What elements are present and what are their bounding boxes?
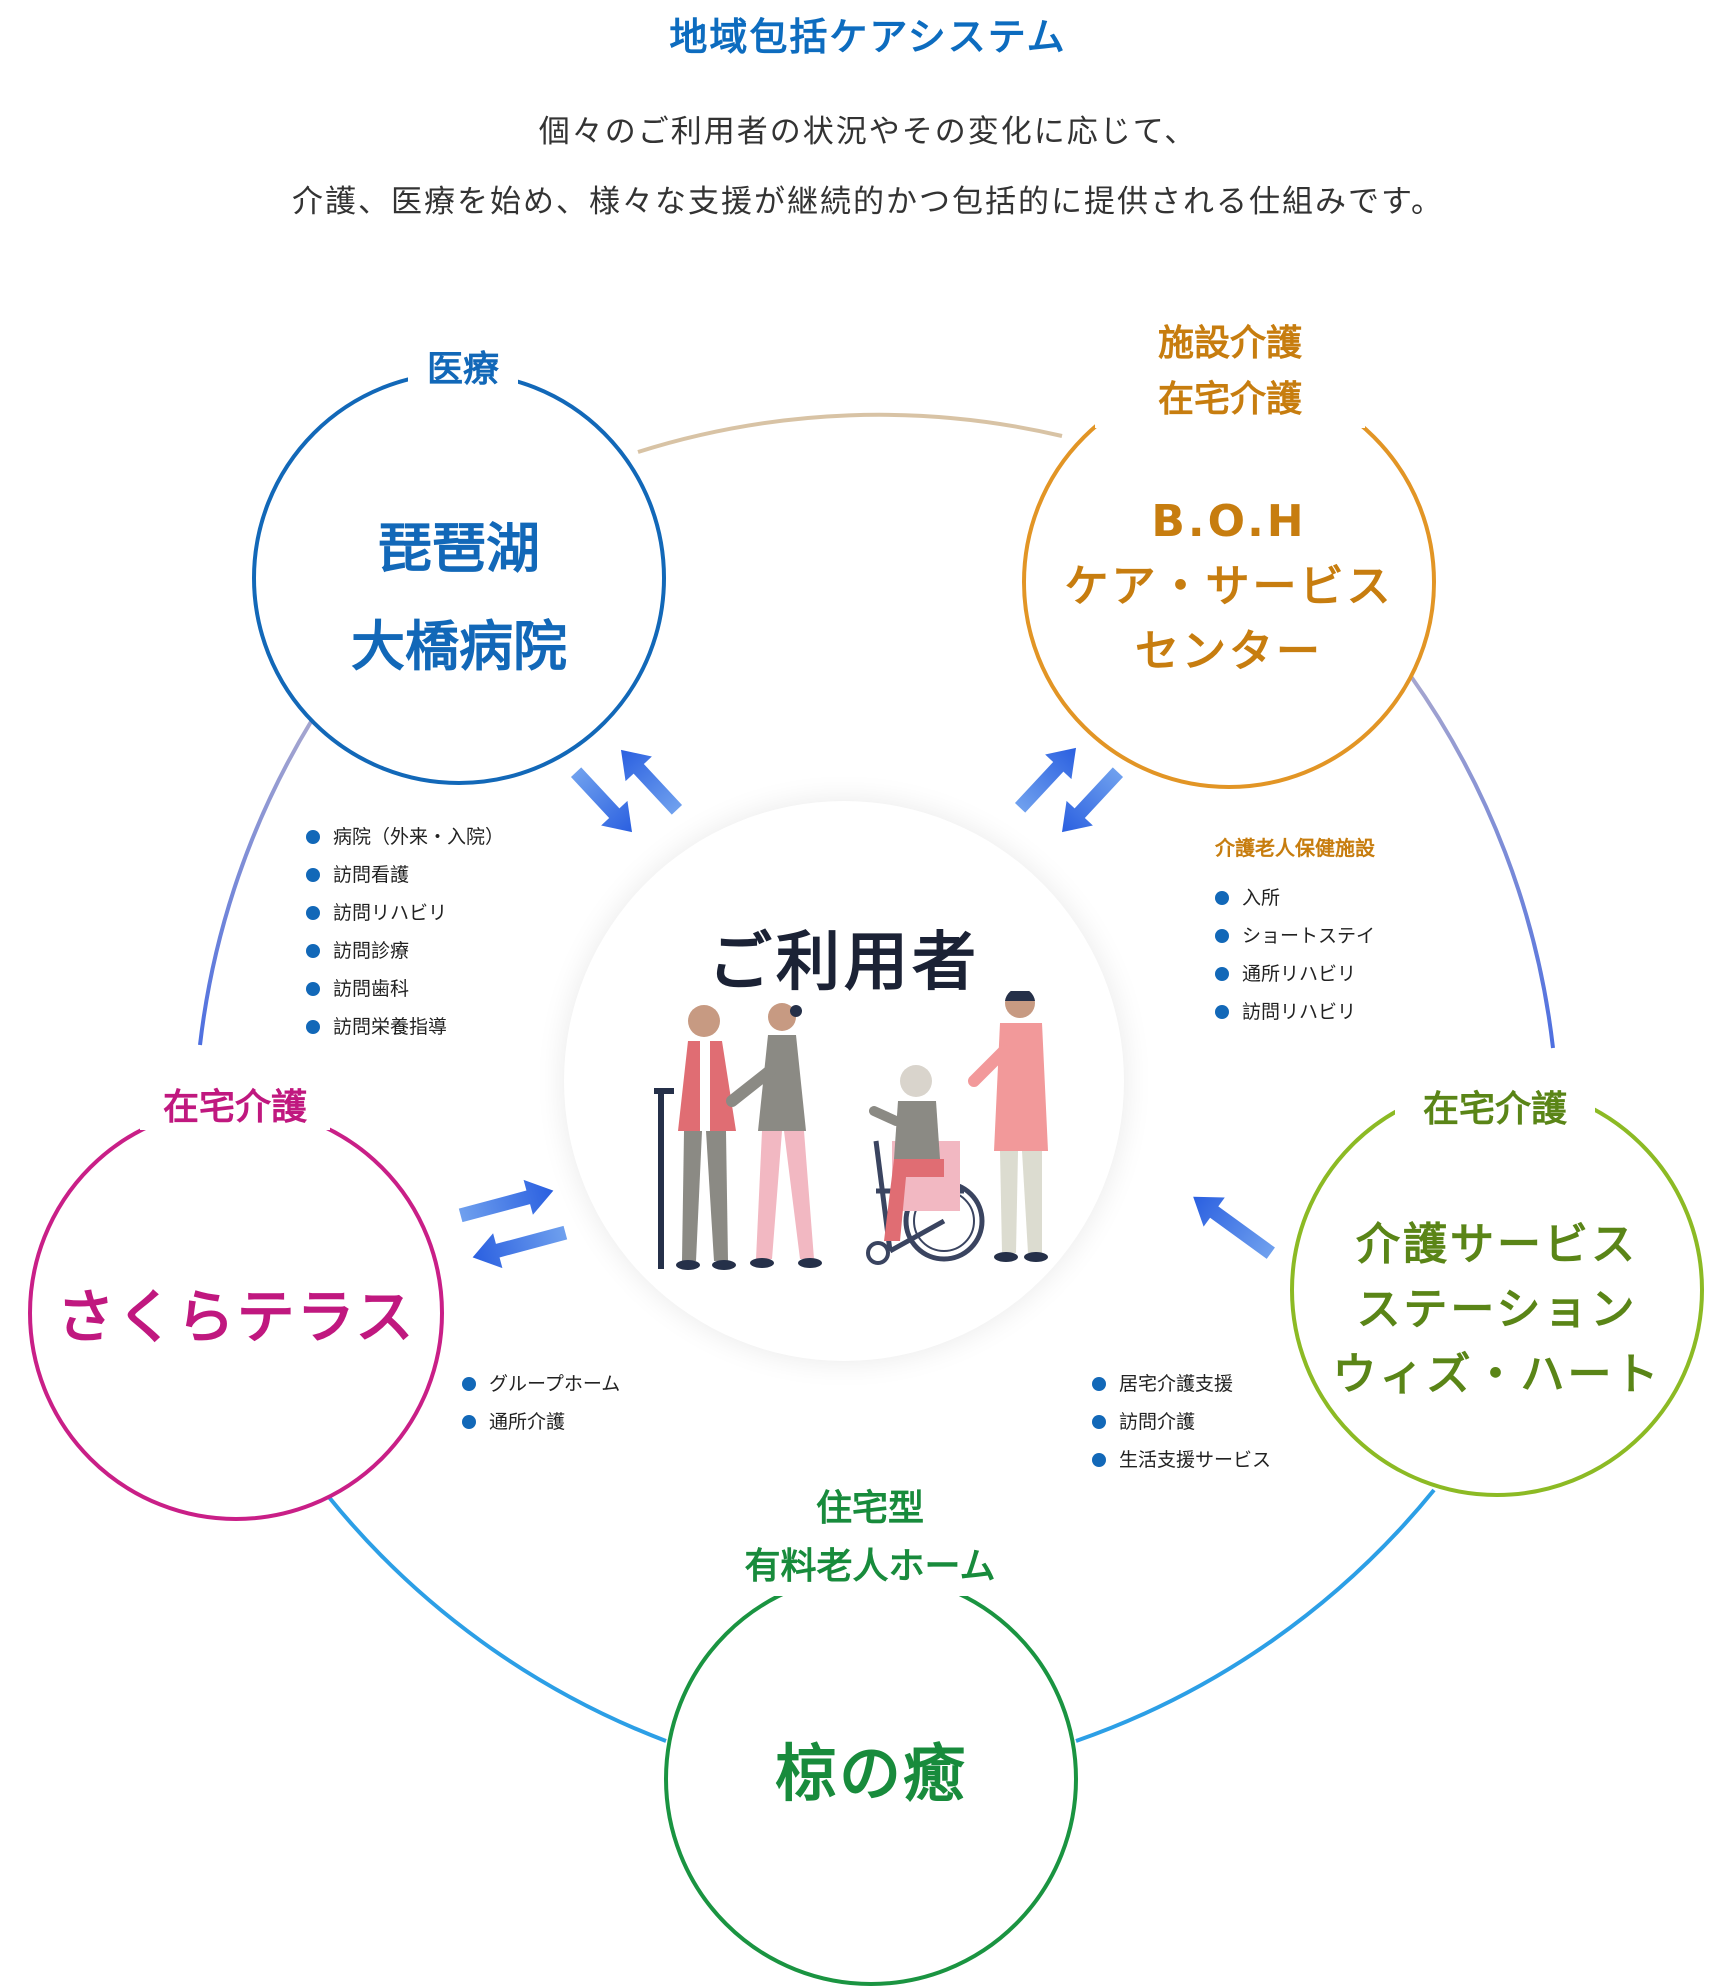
bullet-icon — [1215, 967, 1229, 981]
node-boh-circle: B.O.H ケア・サービス センター — [1022, 375, 1436, 789]
list-item: 病院（外来・入院） — [306, 818, 504, 856]
ring-segment-bottom-left — [326, 1494, 667, 1743]
wisheart-service-list: 居宅介護支援 訪問介護 生活支援サービス — [1092, 1365, 1271, 1479]
mukunoyu-category-line-2: 有料老人ホーム — [744, 1546, 996, 1587]
node-hospital-category: 医療 — [408, 340, 518, 392]
caregiver-man-figure — [968, 991, 1048, 1262]
hospital-name-line-2: 大橋病院 — [351, 615, 567, 678]
boh-service-list: 入所 ショートステイ 通所リハビリ 訪問リハビリ — [1215, 879, 1375, 1031]
bullet-icon — [1215, 1005, 1229, 1019]
node-hospital-circle: 琵琶湖 大橋病院 — [252, 371, 666, 785]
hospital-name-line-1: 琵琶湖 — [378, 517, 540, 580]
ring-segment-bottom-right — [1075, 1488, 1436, 1743]
list-item: 生活支援サービス — [1092, 1441, 1271, 1479]
bullet-icon — [306, 1020, 320, 1034]
arrow-wisheart-to-center — [1193, 1196, 1275, 1259]
list-item: グループホーム — [462, 1365, 620, 1403]
wisheart-name-line-3: ウィズ・ハート — [1332, 1349, 1662, 1400]
node-hospital-name: 琵琶湖 大橋病院 — [256, 500, 662, 696]
wheelchair-figure — [866, 1065, 985, 1265]
bullet-icon — [306, 868, 320, 882]
people-illustration — [654, 991, 1048, 1270]
boh-category-line-1: 施設介護 — [1157, 323, 1302, 364]
bullet-icon — [1215, 891, 1229, 905]
arrow-center-to-sakura — [472, 1225, 568, 1269]
center-user-circle: ご利用者 — [564, 801, 1124, 1361]
node-wisheart-category: 在宅介護 — [1395, 1080, 1595, 1132]
list-item: 訪問看護 — [306, 856, 504, 894]
ring-segment-left — [198, 718, 314, 1046]
arrow-sakura-to-center — [458, 1179, 554, 1223]
node-sakura-category: 在宅介護 — [140, 1078, 330, 1130]
node-boh-category: 施設介護 在宅介護 — [1095, 316, 1365, 428]
list-item: 訪問歯科 — [306, 970, 504, 1008]
page-title: 地域包括ケアシステム — [669, 15, 1067, 59]
node-sakura-name: さくらテラス — [56, 1283, 416, 1351]
description-line-1: 個々のご利用者の状況やその変化に応じて、 — [538, 114, 1198, 150]
list-item: 訪問リハビリ — [1215, 993, 1375, 1031]
boh-subheading: 介護老人保健施設 — [1215, 836, 1375, 860]
list-item: 訪問診療 — [306, 932, 504, 970]
center-title: ご利用者 — [708, 926, 980, 1000]
arrow-boh-to-center — [1061, 767, 1124, 833]
bullet-icon — [1092, 1415, 1106, 1429]
node-mukunoyu-circle: 椋の癒 — [664, 1572, 1078, 1986]
list-item: 入所 — [1215, 879, 1375, 917]
wisheart-name-line-2: ステーション — [1356, 1284, 1638, 1335]
caregiver-woman-figure — [726, 1003, 822, 1268]
boh-category-line-2: 在宅介護 — [1157, 379, 1302, 420]
boh-name-line-2: ケア・サービス — [1064, 561, 1394, 612]
list-item: 居宅介護支援 — [1092, 1365, 1271, 1403]
list-item: 訪問介護 — [1092, 1403, 1271, 1441]
elderly-man-figure — [654, 1005, 736, 1270]
boh-name-line-1: B.O.H — [1151, 496, 1307, 547]
wisheart-name-line-1: 介護サービス — [1356, 1219, 1638, 1270]
arrow-hospital-to-center — [570, 767, 633, 833]
list-item: ショートステイ — [1215, 917, 1375, 955]
list-item: 通所介護 — [462, 1403, 620, 1441]
bullet-icon — [306, 906, 320, 920]
list-item: 通所リハビリ — [1215, 955, 1375, 993]
mukunoyu-category-line-1: 住宅型 — [815, 1488, 924, 1529]
bullet-icon — [306, 830, 320, 844]
list-item: 訪問リハビリ — [306, 894, 504, 932]
sakura-service-list: グループホーム 通所介護 — [462, 1365, 620, 1441]
node-mukunoyu-category: 住宅型 有料老人ホーム — [700, 1480, 1040, 1596]
bullet-icon — [1215, 929, 1229, 943]
description-line-2: 介護、医療を始め、様々な支援が継続的かつ包括的に提供される仕組みです。 — [292, 184, 1444, 220]
ring-segment-right — [1408, 673, 1555, 1049]
node-sakura-circle: さくらテラス — [28, 1105, 444, 1521]
node-boh-name: B.O.H ケア・サービス センター — [1026, 489, 1432, 684]
bullet-icon — [306, 944, 320, 958]
bullet-icon — [462, 1377, 476, 1391]
boh-name-line-3: センター — [1135, 626, 1323, 677]
arrow-center-to-hospital — [620, 749, 683, 815]
list-item: 訪問栄養指導 — [306, 1008, 504, 1046]
bullet-icon — [462, 1415, 476, 1429]
bullet-icon — [1092, 1377, 1106, 1391]
bullet-icon — [306, 982, 320, 996]
node-wisheart-circle: 介護サービス ステーション ウィズ・ハート — [1290, 1083, 1704, 1497]
node-mukunoyu-name: 椋の癒 — [774, 1737, 967, 1810]
ring-segment-top — [637, 412, 1063, 454]
arrow-center-to-boh — [1014, 747, 1077, 813]
bullet-icon — [1092, 1453, 1106, 1467]
hospital-service-list: 病院（外来・入院） 訪問看護 訪問リハビリ 訪問診療 訪問歯科 訪問栄養指導 — [306, 818, 504, 1046]
node-wisheart-name: 介護サービス ステーション ウィズ・ハート — [1294, 1212, 1700, 1407]
